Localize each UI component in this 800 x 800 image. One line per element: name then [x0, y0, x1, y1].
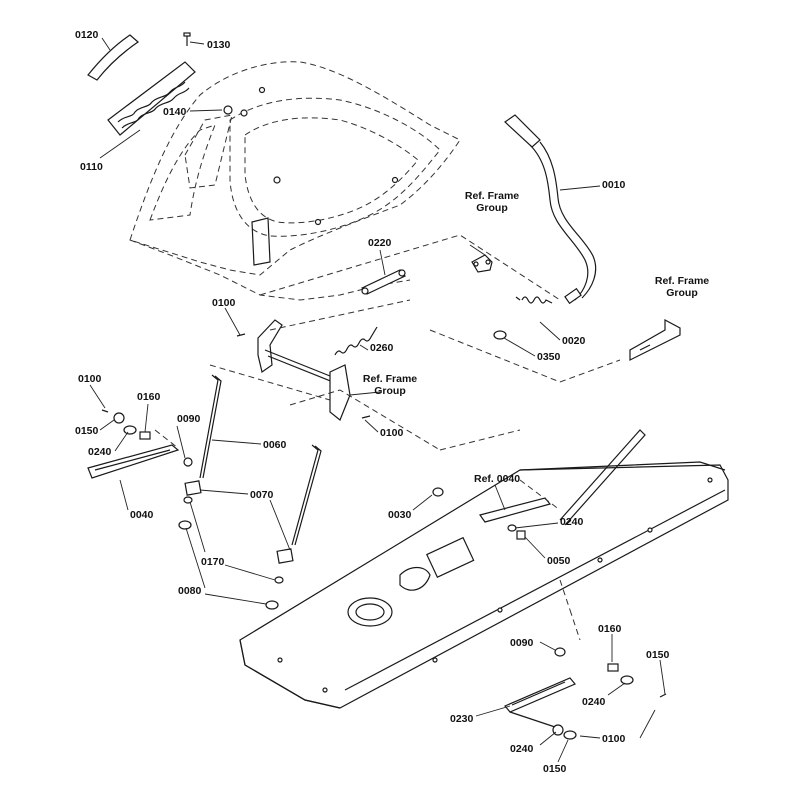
label-0240-right: 0240 — [582, 696, 606, 708]
label-0240-left: 0240 — [88, 446, 112, 458]
ref-bracket — [479, 497, 552, 540]
label-0140: 0140 — [163, 106, 187, 118]
label-0070: 0070 — [250, 489, 274, 501]
label-0170: 0170 — [201, 556, 225, 568]
label-ref-frame-group-3b: Group — [374, 385, 406, 397]
label-0160-left: 0160 — [137, 391, 161, 403]
label-0090-right: 0090 — [510, 637, 534, 649]
label-0100-mid: 0100 — [380, 427, 404, 439]
label-0090-left: 0090 — [177, 413, 201, 425]
label-0120: 0120 — [75, 29, 99, 41]
label-0030: 0030 — [388, 509, 412, 521]
main-frame — [239, 429, 729, 709]
label-ref-frame-group-2: Ref. Frame — [655, 275, 709, 287]
label-0100-left: 0100 — [78, 373, 102, 385]
bar-left — [87, 444, 180, 479]
decal-strip — [87, 34, 139, 81]
label-0100-bottom: 0100 — [602, 733, 626, 745]
nut — [223, 105, 248, 117]
lift-lever — [504, 114, 597, 305]
label-0130: 0130 — [207, 39, 231, 51]
label-0150-left: 0150 — [75, 425, 99, 437]
label-0260: 0260 — [370, 342, 394, 354]
label-0010: 0010 — [602, 179, 626, 191]
screw — [183, 32, 191, 46]
frame-bracket-right — [629, 319, 681, 361]
label-0230: 0230 — [450, 713, 474, 725]
label-0240-mid: 0240 — [560, 516, 584, 528]
label-0050: 0050 — [547, 555, 571, 567]
label-0220: 0220 — [368, 237, 392, 249]
label-ref-0040: Ref. 0040 — [474, 473, 520, 485]
lift-shaft — [257, 319, 351, 421]
label-ref-frame-group-2b: Group — [666, 287, 698, 299]
label-0350: 0350 — [537, 351, 561, 363]
leader-lines — [89, 37, 666, 763]
frame-bracket-top — [471, 254, 493, 273]
label-ref-frame-group-1b: Group — [476, 202, 508, 214]
label-0040: 0040 — [130, 509, 154, 521]
assembly-lines — [154, 234, 621, 641]
label-0150-right: 0150 — [646, 649, 670, 661]
left-hardware — [113, 412, 193, 467]
washer — [493, 330, 507, 340]
lift-spring — [334, 326, 378, 356]
bar-right — [504, 677, 576, 728]
trunnions — [178, 480, 294, 610]
label-ref-frame-group-1: Ref. Frame — [465, 190, 519, 202]
lift-rods — [199, 374, 322, 546]
label-0080: 0080 — [178, 585, 202, 597]
label-0150-bottom: 0150 — [543, 763, 567, 775]
link-rod — [361, 269, 406, 295]
label-0020: 0020 — [562, 335, 586, 347]
label-0060: 0060 — [263, 439, 287, 451]
right-hardware — [552, 647, 634, 740]
label-0160-right: 0160 — [598, 623, 622, 635]
label-ref-frame-group-3: Ref. Frame — [363, 373, 417, 385]
spring — [515, 296, 553, 304]
part-labels: 0120 0130 0140 0110 0010 Ref. Frame Grou… — [75, 29, 709, 775]
seat-plate — [107, 61, 196, 136]
fender-panel — [129, 61, 461, 301]
label-0110: 0110 — [80, 161, 103, 173]
washer-0030 — [432, 487, 444, 497]
cotter-pins — [101, 333, 667, 698]
label-0240-bottom: 0240 — [510, 743, 534, 755]
label-0100-top: 0100 — [212, 297, 236, 309]
